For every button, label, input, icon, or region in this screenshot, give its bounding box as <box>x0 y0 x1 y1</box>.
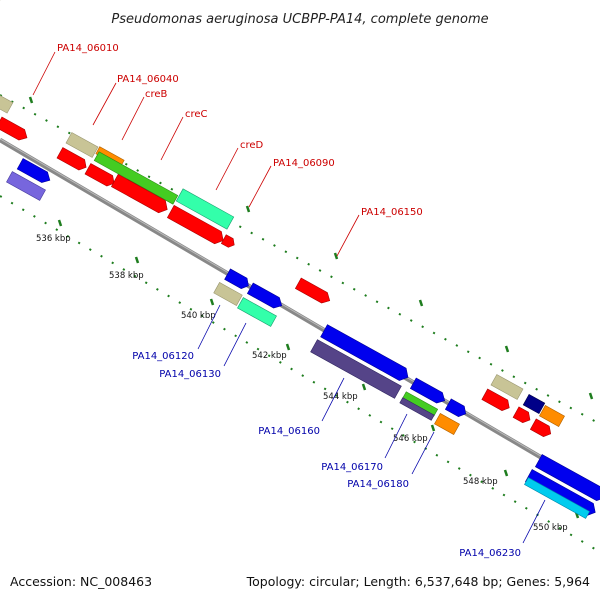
gene-red[interactable] <box>56 147 89 172</box>
leader-line <box>32 51 56 96</box>
gene-khaki[interactable] <box>0 92 14 114</box>
leader-line <box>336 214 360 257</box>
major-tick <box>588 392 594 400</box>
gene-mint[interactable] <box>237 297 277 327</box>
gene-label-bottom[interactable]: PA14_06130 <box>159 369 221 380</box>
genome-backbone <box>0 138 600 494</box>
gene-label-bottom[interactable]: PA14_06170 <box>321 462 383 473</box>
gene-blue[interactable] <box>524 469 598 518</box>
outer-features <box>0 0 6 2</box>
leader-line <box>248 165 272 208</box>
gene-blue[interactable] <box>444 398 468 419</box>
tick-label: 540 kbp <box>181 311 216 321</box>
major-tick <box>361 383 367 391</box>
map-title: Pseudomonas aeruginosa UCBPP-PA14, compl… <box>111 12 488 27</box>
gene-slate[interactable] <box>310 339 402 399</box>
gene-khaki[interactable] <box>213 282 243 306</box>
major-tick <box>333 252 339 260</box>
gene-mint[interactable] <box>175 188 235 230</box>
tick-label: 538 kbp <box>109 271 144 281</box>
accession-text: Accession: NC_008463 <box>10 574 152 589</box>
tick-label: 548 kbp <box>463 477 498 487</box>
tick-label: 542 kbp <box>252 351 287 361</box>
leader-line <box>215 147 239 191</box>
leader-line <box>522 499 546 544</box>
gene-periwinkle[interactable] <box>6 171 46 201</box>
gene-red[interactable] <box>529 418 553 439</box>
bottom-labels: PA14_06120 PA14_06130 PA14_06160 PA14_06… <box>132 304 546 559</box>
gene-label-bottom[interactable]: PA14_06230 <box>459 548 521 559</box>
gene-blue[interactable] <box>246 282 284 311</box>
gene-red[interactable] <box>110 173 170 215</box>
tick-labels: 536 kbp 538 kbp 540 kbp 542 kbp 544 kbp … <box>36 234 568 533</box>
gene-label-top[interactable]: PA14_06010 <box>57 43 119 54</box>
leader-line <box>197 304 221 350</box>
gene-label-top[interactable]: PA14_06040 <box>117 74 179 85</box>
tick-label: 536 kbp <box>36 234 71 244</box>
gene-cyan[interactable] <box>524 477 590 519</box>
major-tick <box>504 345 510 353</box>
outer-major-ticks <box>28 96 594 400</box>
tick-label: 546 kbp <box>393 434 428 444</box>
major-tick <box>134 256 140 264</box>
gene-label-bottom[interactable]: PA14_06180 <box>347 479 409 490</box>
gene-red[interactable] <box>220 234 236 250</box>
leader-line <box>384 413 408 459</box>
major-tick <box>430 424 436 432</box>
gene-red[interactable] <box>0 116 30 143</box>
gene-khaki[interactable] <box>65 132 99 158</box>
gene-khaki[interactable] <box>490 374 524 400</box>
leader-line <box>321 377 345 422</box>
gene-red[interactable] <box>84 163 117 188</box>
gene-features <box>0 92 600 519</box>
tick-label: 544 kbp <box>323 392 358 402</box>
major-tick <box>418 299 424 307</box>
gene-red[interactable] <box>166 204 226 246</box>
gene-blue[interactable] <box>224 268 252 291</box>
gene-blue[interactable] <box>534 454 600 503</box>
major-tick <box>285 343 291 351</box>
gene-orange[interactable] <box>539 405 565 427</box>
top-labels: PA14_06010 PA14_06040 creB creC creD PA1… <box>32 43 423 257</box>
leader-line <box>121 96 145 141</box>
genome-backbone-highlight <box>0 138 600 492</box>
gene-blue[interactable] <box>320 324 412 384</box>
gene-label-top[interactable]: PA14_06090 <box>273 158 335 169</box>
gene-label-bottom[interactable]: PA14_06160 <box>258 426 320 437</box>
leader-line <box>411 431 435 475</box>
major-tick <box>57 219 63 227</box>
leader-line <box>92 82 117 126</box>
gene-label-bottom[interactable]: PA14_06120 <box>132 351 194 362</box>
gene-navy[interactable] <box>522 393 546 415</box>
inner-tick-track <box>0 195 600 553</box>
major-tick <box>28 96 34 104</box>
major-tick <box>209 298 215 306</box>
gene-red[interactable] <box>294 277 332 306</box>
gene-blue[interactable] <box>16 158 53 186</box>
topology-text: Topology: circular; Length: 6,537,648 bp… <box>246 574 590 589</box>
gene-slate[interactable] <box>399 397 435 421</box>
gene-label-top[interactable]: creD <box>240 140 264 151</box>
tick-label: 550 kbp <box>533 523 568 533</box>
gene-red[interactable] <box>481 388 512 413</box>
gene-khaki[interactable] <box>0 0 6 2</box>
gene-red[interactable] <box>512 406 533 425</box>
leader-line <box>223 322 247 367</box>
gene-green[interactable] <box>93 151 179 205</box>
major-ticks <box>57 219 580 519</box>
major-tick <box>245 205 251 213</box>
leader-line <box>160 116 184 161</box>
gene-orange[interactable] <box>434 413 460 435</box>
gene-label-top[interactable]: creB <box>145 89 168 100</box>
gene-blue[interactable] <box>409 377 447 406</box>
gene-label-top[interactable]: creC <box>185 109 208 120</box>
major-tick <box>503 469 509 477</box>
gene-label-top[interactable]: PA14_06150 <box>361 207 423 218</box>
